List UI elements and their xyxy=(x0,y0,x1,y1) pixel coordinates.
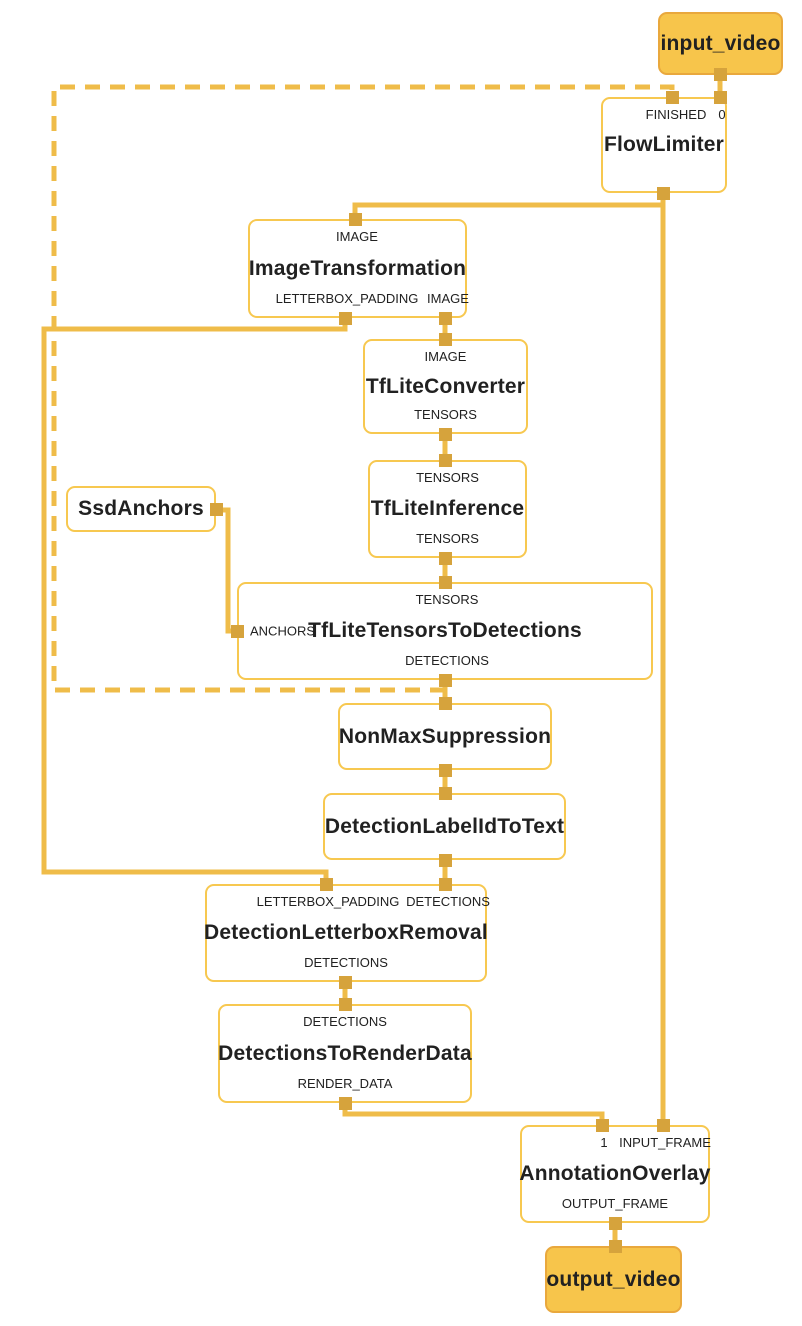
node-title: input_video xyxy=(660,31,781,55)
port-label-output-frame-out: OUTPUT_FRAME xyxy=(561,1196,669,1211)
port-label-image-in: IMAGE xyxy=(424,349,467,364)
node-tflite-inference[interactable]: TENSORS TfLiteInference TENSORS xyxy=(368,460,527,558)
port-label-detections-out: DETECTIONS xyxy=(304,955,388,970)
node-title: ImageTransformation xyxy=(248,256,467,280)
port-label-detections-out: DETECTIONS xyxy=(405,653,489,668)
port-label-anchors-in: ANCHORS xyxy=(250,623,316,639)
node-detection-letterbox-removal[interactable]: LETTERBOX_PADDING DETECTIONS DetectionLe… xyxy=(204,884,490,982)
edge-ssd-anchors-to-tflite-tensors-to-detections-anchors xyxy=(216,507,237,634)
node-title: SsdAnchors xyxy=(78,497,204,520)
node-title: FlowLimiter xyxy=(603,133,725,156)
node-title: DetectionLabelIdToText xyxy=(324,814,565,838)
node-output-video[interactable]: output_video xyxy=(545,1246,682,1313)
edge-flow-limiter-to-image-transformation-image xyxy=(352,202,663,219)
port-label-tensors-out: TENSORS xyxy=(416,531,479,546)
edge-image-transformation-letterbox-padding-to-detection-letterbox-removal xyxy=(41,318,348,884)
node-title: TfLiteConverter xyxy=(365,374,526,398)
node-title: AnnotationOverlay xyxy=(519,1162,711,1185)
node-input-video[interactable]: input_video xyxy=(658,12,783,75)
edge-back-detections-to-flow-limiter-finished xyxy=(51,84,675,693)
node-ssd-anchors[interactable]: SsdAnchors xyxy=(66,486,216,532)
port-label-0: 0 xyxy=(718,107,726,122)
port-label-letterbox-padding-in: LETTERBOX_PADDING xyxy=(256,894,400,909)
node-annotation-overlay[interactable]: 1 INPUT_FRAME AnnotationOverlay OUTPUT_F… xyxy=(519,1125,711,1223)
port-label-image-out: IMAGE xyxy=(427,291,469,306)
node-title: TfLiteTensorsToDetections xyxy=(308,619,582,642)
node-title: DetectionsToRenderData xyxy=(218,1041,472,1065)
node-image-transformation[interactable]: IMAGE ImageTransformation LETTERBOX_PADD… xyxy=(248,219,469,318)
port-label-1-in: 1 xyxy=(600,1135,608,1150)
edge-detections-to-render-data-to-annotation-overlay-1 xyxy=(342,1103,605,1125)
port-label-image-in: IMAGE xyxy=(336,229,378,244)
node-title: NonMaxSuppression xyxy=(338,724,552,748)
port-label-input-frame-in: INPUT_FRAME xyxy=(619,1135,711,1150)
port-label-tensors-in: TENSORS xyxy=(415,592,479,607)
node-detection-label-id-to-text[interactable]: DetectionLabelIdToText xyxy=(323,793,566,860)
port-label-render-data-out: RENDER_DATA xyxy=(297,1076,393,1091)
port-label-tensors-in: TENSORS xyxy=(416,470,479,485)
port-label-letterbox-padding-out: LETTERBOX_PADDING xyxy=(275,291,419,306)
node-title: output_video xyxy=(546,1267,681,1291)
node-non-max-suppression[interactable]: NonMaxSuppression xyxy=(338,703,552,770)
node-flow-limiter[interactable]: FINISHED 0 FlowLimiter xyxy=(601,97,727,193)
port-label-tensors-out: TENSORS xyxy=(414,407,477,422)
node-tflite-tensors-to-detections[interactable]: TENSORS ANCHORS TfLiteTensorsToDetection… xyxy=(237,582,653,680)
node-title: DetectionLetterboxRemoval xyxy=(204,921,488,944)
node-tflite-converter[interactable]: IMAGE TfLiteConverter TENSORS xyxy=(363,339,528,434)
port-label-detections-in: DETECTIONS xyxy=(303,1014,387,1029)
node-title: TfLiteInference xyxy=(370,497,525,520)
port-label-detections-in: DETECTIONS xyxy=(406,894,490,909)
node-detections-to-render-data[interactable]: DETECTIONS DetectionsToRenderData RENDER… xyxy=(218,1004,472,1103)
port-label-finished: FINISHED xyxy=(645,107,707,122)
